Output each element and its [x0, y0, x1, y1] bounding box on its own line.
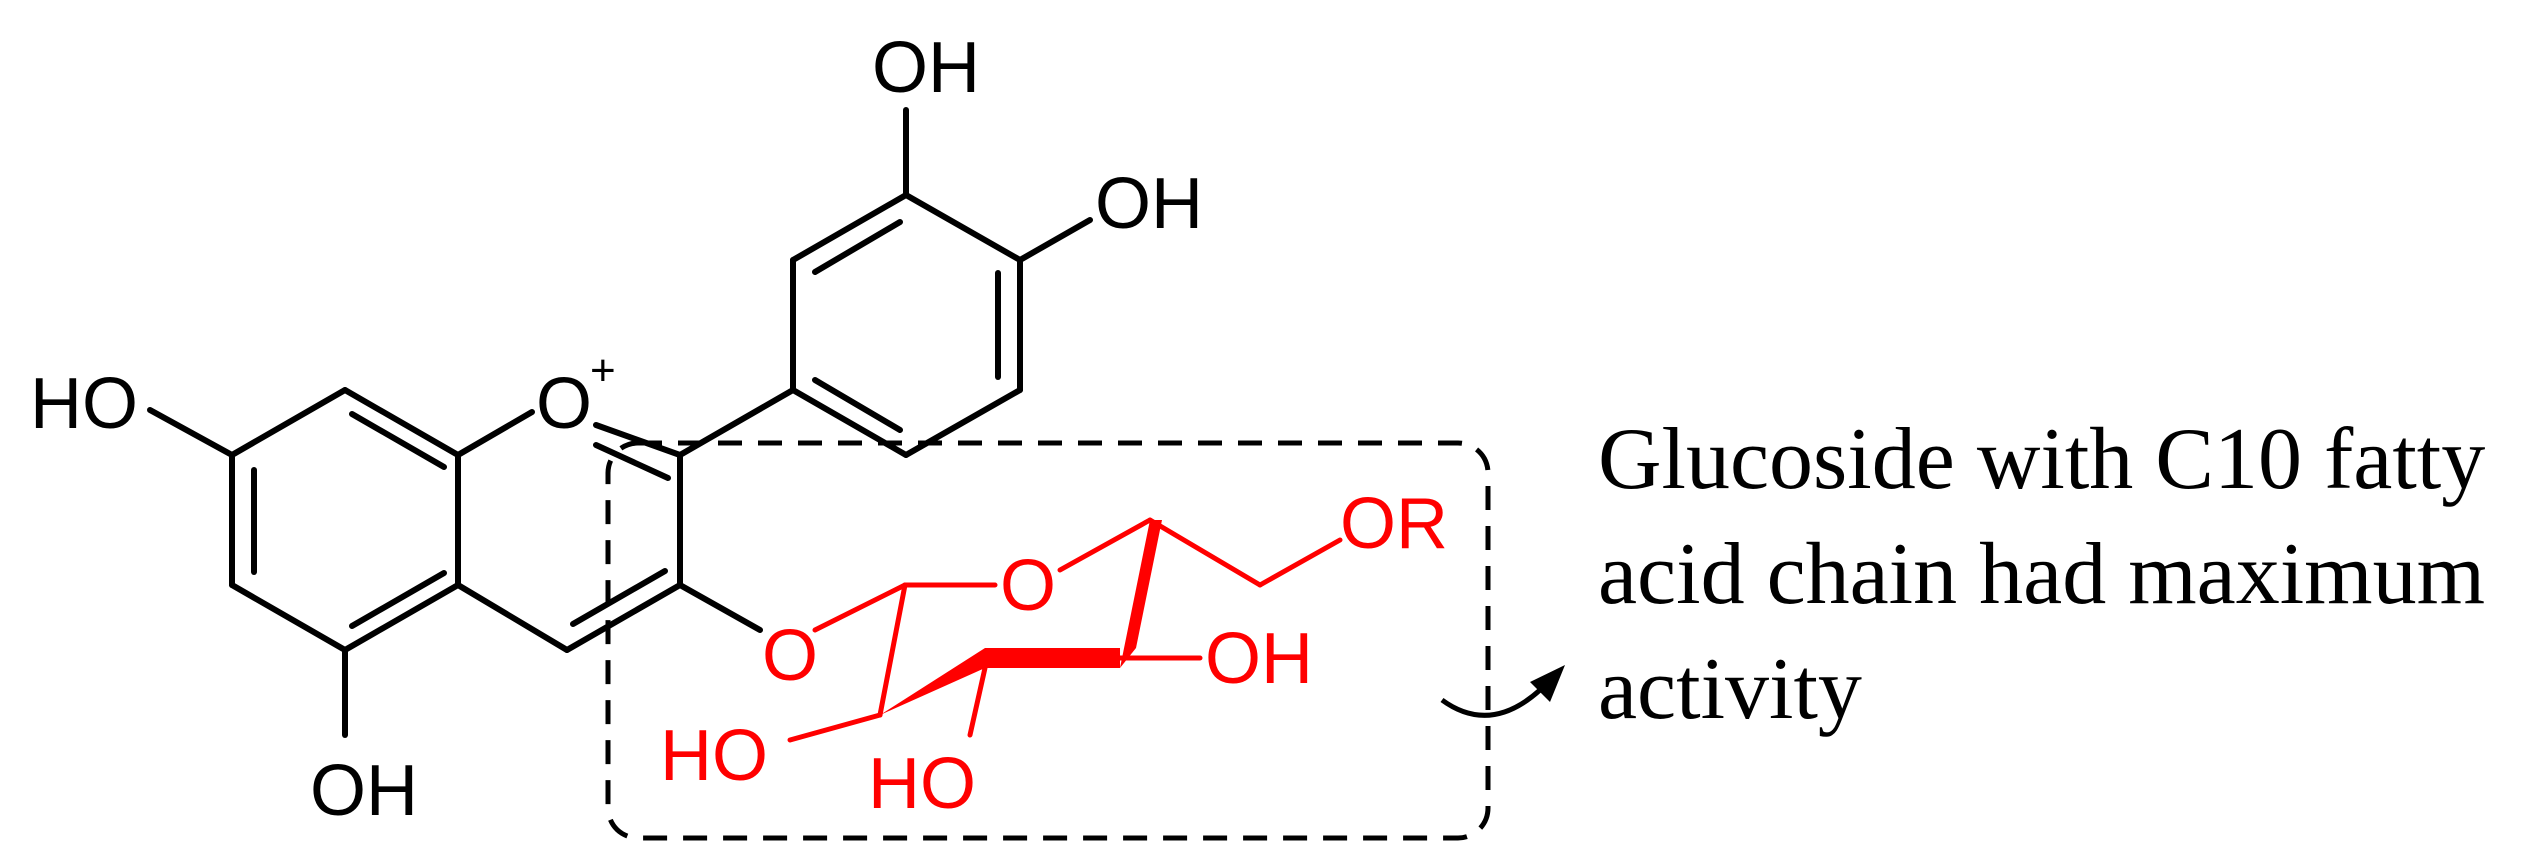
bond-c2	[593, 422, 683, 458]
sugar-bond-c3-c4-bold	[985, 648, 1120, 668]
annotation-arrowhead-icon	[1530, 665, 1565, 702]
annotation-line-1: Glucoside with C10 fatty	[1598, 411, 2485, 508]
flavylium-skeleton	[147, 107, 1093, 738]
bond-b2	[790, 192, 909, 263]
label-glycosidic-o: O	[762, 616, 818, 696]
bond-b-double-1	[812, 219, 903, 275]
bond-a4	[229, 582, 348, 653]
label-or-group: OR	[1340, 484, 1448, 564]
bond-a-double-1	[349, 411, 447, 470]
bond-b-double-3	[812, 377, 903, 433]
label-plus-sign: +	[590, 346, 616, 395]
label-oh-top: OH	[872, 28, 980, 108]
sugar-bond-c1-c2	[877, 582, 908, 718]
bond-c4-double	[570, 568, 668, 627]
label-ho-left: HO	[30, 364, 138, 444]
label-sugar-oh: OH	[1205, 619, 1313, 699]
bond-a-double-3	[349, 570, 447, 629]
annotation-arrow	[1440, 688, 1542, 718]
highlight-box	[605, 440, 1491, 841]
label-oh-right: OH	[1095, 164, 1203, 244]
bond-ho-left	[147, 407, 235, 458]
bond-b3	[903, 192, 1023, 263]
bond-a6	[229, 387, 348, 458]
bond-c2-double	[593, 442, 671, 481]
label-sugar-ho-left: HO	[660, 716, 768, 796]
sugar-bond-c3-ho	[967, 665, 988, 738]
bond-a1	[342, 387, 461, 458]
bond-c3-o	[677, 582, 763, 633]
sugar-bond-c2-ho	[787, 712, 883, 743]
label-sugar-ho-bottom: HO	[868, 744, 976, 824]
sugar-bond-o-c1	[812, 582, 908, 633]
bond-a3	[342, 582, 461, 653]
sugar-bond-c6-or	[1257, 537, 1343, 588]
annotation-line-2: acid chain had maximum	[1598, 526, 2485, 623]
glucose-unit	[787, 517, 1343, 743]
label-oh-bottom: OH	[310, 751, 418, 831]
bond-c4	[564, 582, 683, 653]
bond-oh-right	[1017, 217, 1093, 263]
label-ring-o: O	[1000, 546, 1056, 626]
sugar-wedge-c2-c3	[880, 648, 985, 715]
sugar-bond-ro-c5	[1057, 517, 1153, 573]
label-o-plus: O	[536, 364, 592, 444]
sugar-bond-c5-c6	[1147, 517, 1263, 588]
annotation-line-3: activity	[1598, 641, 1862, 738]
bond-c5	[455, 582, 570, 653]
sugar-wedge-c4-c5	[1120, 520, 1162, 668]
bond-c1	[455, 409, 535, 458]
